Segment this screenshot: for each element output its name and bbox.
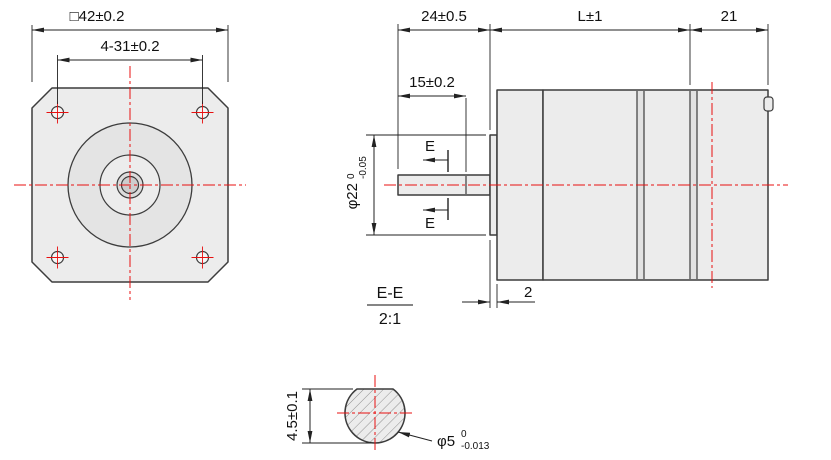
shaft-tolerance-upper: 0 [461, 429, 467, 440]
dim-rear-length: 21 [721, 8, 738, 25]
side-view: 24±0.5 L±1 21 15±0.2 E E φ22 0 -0.05 [344, 8, 788, 328]
dim-pilot-diameter: φ22 [344, 183, 361, 209]
section-view: 4.5±0.1 φ5 0 -0.013 [284, 375, 490, 452]
pilot-tolerance-lower: -0.05 [358, 156, 369, 179]
front-centerlines [14, 66, 246, 300]
dim-hole-spacing: 4-31±0.2 [100, 38, 159, 55]
dim-flat-height: 4.5±0.1 [284, 391, 301, 441]
side-top-dimensions: 24±0.5 L±1 21 [397, 8, 769, 169]
dim-boss-height: 2 [524, 284, 532, 301]
section-scale: 2:1 [379, 311, 401, 328]
dim-flat-length: 15±0.2 [409, 74, 455, 91]
hole-centermarks [46, 101, 214, 269]
front-dimensions: □42±0.2 4-31±0.2 [31, 8, 229, 104]
section-mark-bottom: E [425, 215, 435, 232]
section-title: E-E [377, 285, 404, 302]
section-cut-marks: E E [423, 138, 449, 232]
shaft-tolerance-lower: -0.013 [461, 441, 490, 452]
side-centerlines [384, 82, 788, 288]
pilot-tolerance-upper: 0 [346, 173, 357, 179]
shaft-diameter-callout: φ5 0 -0.013 [397, 429, 490, 452]
section-mark-top: E [425, 138, 435, 155]
dim-shaft-diameter: φ5 [437, 433, 455, 450]
rear-tab [763, 96, 774, 112]
boss-height-dimension: 2 [462, 240, 535, 308]
dim-shaft-extension: 24±0.5 [421, 8, 467, 25]
shaft-section-hatch [344, 388, 406, 444]
pilot-diameter-dimension: φ22 0 -0.05 [344, 134, 486, 236]
shaft-flat-dimension: 15±0.2 [398, 74, 467, 172]
section-centerlines [337, 375, 413, 451]
flat-height-dimension: 4.5±0.1 [284, 388, 371, 444]
dim-flange-size: □42±0.2 [70, 8, 125, 25]
front-view: □42±0.2 4-31±0.2 [14, 8, 246, 300]
section-title-block: E-E 2:1 [367, 285, 413, 328]
dim-body-length: L±1 [578, 8, 603, 25]
